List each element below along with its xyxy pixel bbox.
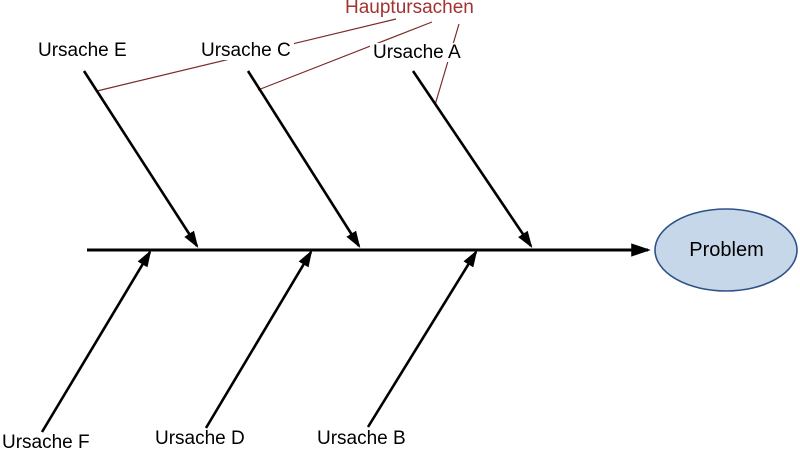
cause-label-a: Ursache A: [370, 43, 464, 62]
cause-label-c: Ursache C: [198, 41, 294, 60]
leader-line-to-a: [434, 23, 460, 106]
cause-label-b: Ursache B: [314, 429, 409, 448]
cause-arrow-c: [246, 70, 361, 248]
cause-arrow-e: [82, 70, 199, 248]
cause-label-f: Ursache F: [0, 433, 93, 452]
leader-line-to-c: [257, 21, 433, 91]
cause-arrow-d: [204, 249, 313, 429]
diagram-title: Hauptursachen: [342, 0, 477, 17]
cause-arrow-f: [40, 249, 152, 433]
problem-ellipse: [654, 208, 798, 292]
cause-arrow-a: [411, 70, 533, 248]
cause-label-e: Ursache E: [35, 41, 130, 60]
cause-label-d: Ursache D: [152, 429, 248, 448]
cause-arrow-b: [366, 249, 478, 428]
problem-label: Problem: [689, 239, 764, 261]
